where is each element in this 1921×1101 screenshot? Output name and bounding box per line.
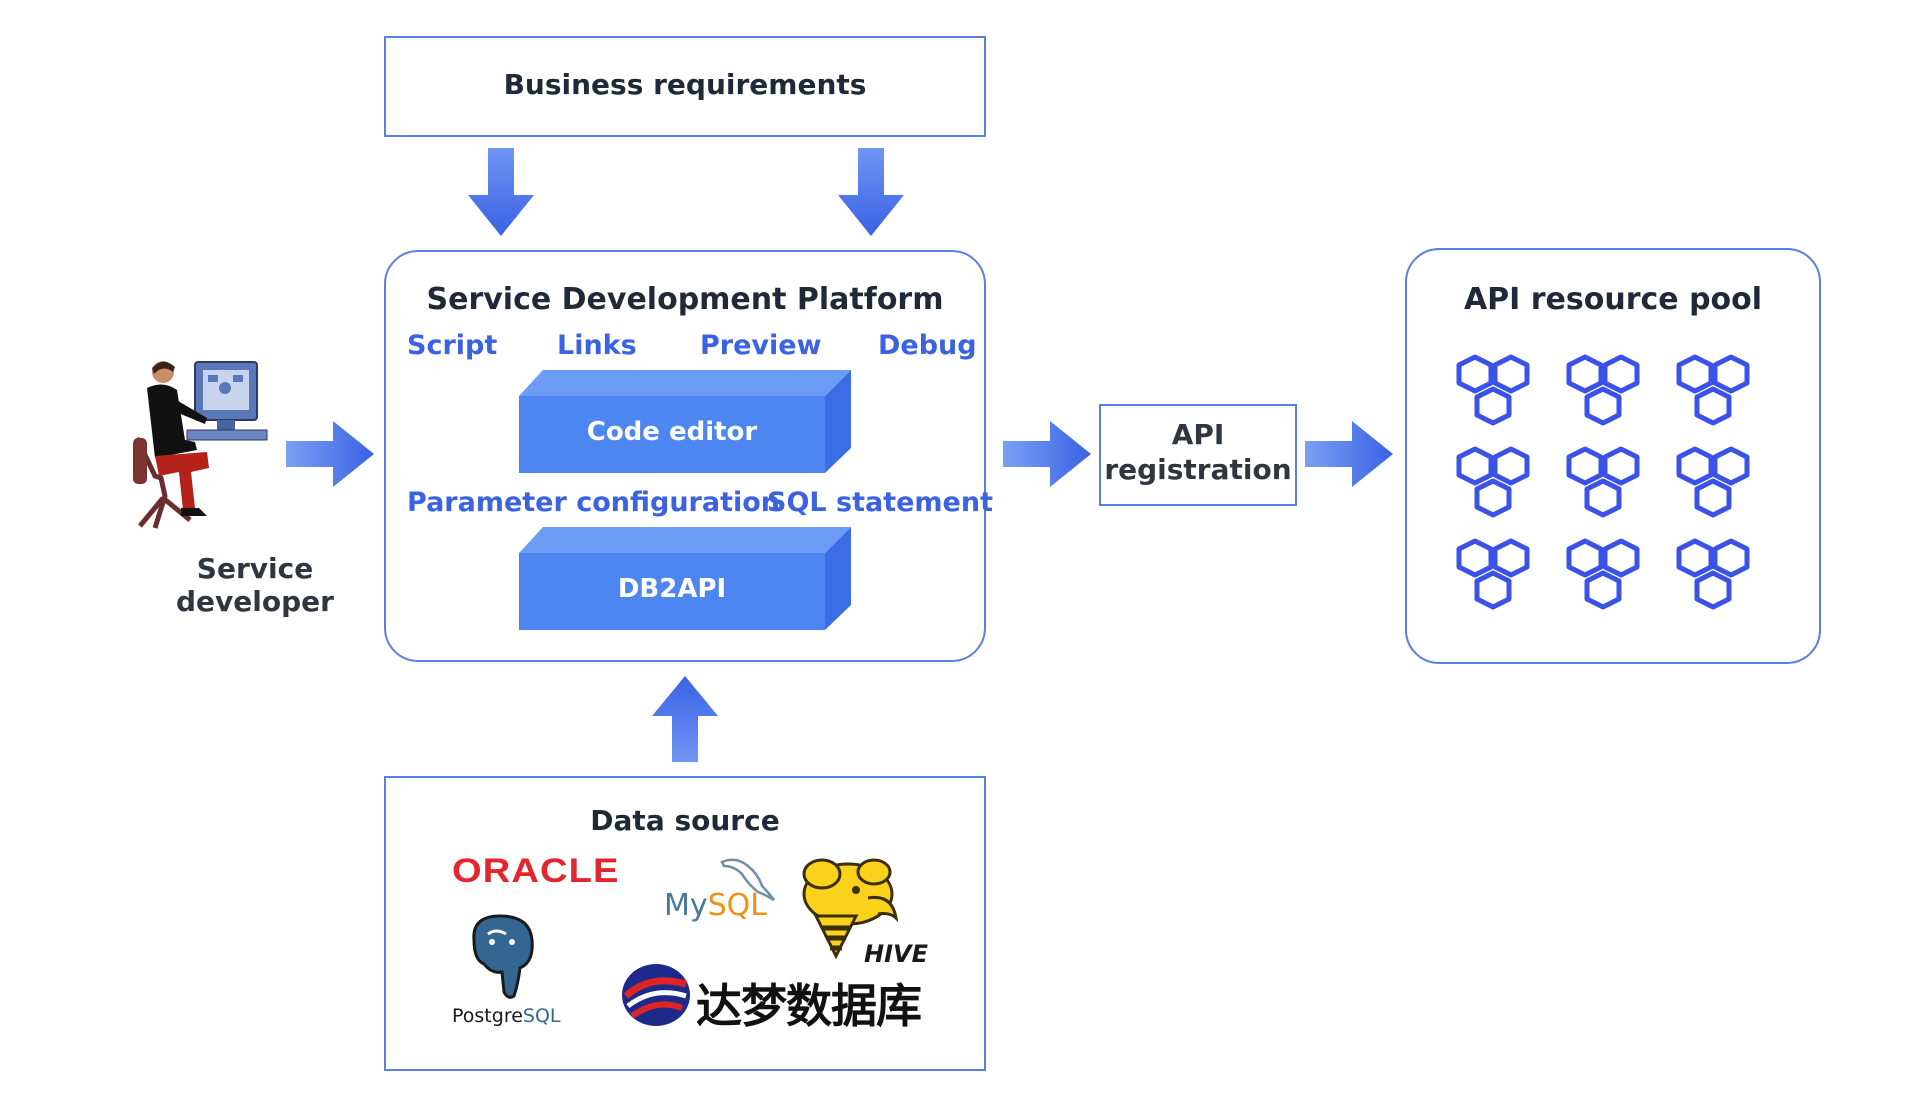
- hexagon-cluster-icon: [1679, 357, 1747, 423]
- hive-bee-icon: [802, 858, 899, 960]
- arrow-right-registration: [1305, 421, 1393, 487]
- arrow-right-developer: [286, 421, 374, 487]
- postgresql-logo-b: SQL: [522, 1005, 561, 1027]
- api-pool-icon-grid: [1455, 355, 1775, 625]
- oracle-logo: ORACLE: [452, 852, 620, 890]
- tag-preview: Preview: [700, 330, 822, 361]
- data-source-title: Data source: [590, 804, 780, 837]
- arrow-down-left: [468, 148, 534, 236]
- api-resource-pool-box: API resource pool: [1405, 248, 1821, 664]
- business-requirements-title: Business requirements: [503, 68, 867, 101]
- tag-parameter-configuration: Parameter configuration: [407, 487, 781, 518]
- postgresql-logo-a: Postgre: [452, 1005, 523, 1027]
- code-editor-label: Code editor: [586, 417, 758, 447]
- postgresql-elephant-icon: [472, 914, 534, 999]
- api-registration-line1: API: [1171, 418, 1225, 451]
- mysql-logo: MySQL: [664, 888, 767, 923]
- hive-logo: HIVE: [864, 940, 928, 968]
- code-editor-cube: [519, 370, 851, 473]
- dameng-logo: 达梦数据库: [696, 979, 922, 1033]
- hexagon-cluster-icon: [1459, 449, 1527, 515]
- tag-debug: Debug: [878, 330, 977, 361]
- arrow-right-platform: [1003, 421, 1091, 487]
- arrow-down-right: [838, 148, 904, 236]
- developer-label-line1: Service: [196, 552, 314, 585]
- business-requirements-box: Business requirements: [384, 36, 986, 137]
- tag-script: Script: [407, 330, 498, 361]
- api-registration-line2: registration: [1104, 453, 1292, 486]
- postgresql-logo: PostgreSQL: [452, 1005, 561, 1027]
- hexagon-cluster-icon: [1459, 357, 1527, 423]
- hexagon-cluster-icon: [1569, 449, 1637, 515]
- hexagon-cluster-icon: [1679, 449, 1747, 515]
- service-platform-title: Service Development Platform: [426, 282, 944, 317]
- developer-figure-icon: [133, 361, 268, 529]
- hexagon-cluster-icon: [1459, 541, 1527, 607]
- developer-label-line2: developer: [176, 585, 334, 618]
- mysql-logo-my: My: [664, 888, 708, 923]
- db2api-cube: [519, 527, 851, 630]
- hexagon-cluster-icon: [1569, 357, 1637, 423]
- mysql-logo-sql: SQL: [707, 888, 768, 923]
- db2api-label: DB2API: [617, 574, 727, 604]
- api-registration-box: [1099, 404, 1297, 506]
- data-source-box: Data source: [384, 776, 986, 1071]
- arrow-up-datasource: [652, 676, 718, 762]
- tag-links: Links: [557, 330, 637, 361]
- hexagon-cluster-icon: [1569, 541, 1637, 607]
- dameng-emblem-icon: [622, 964, 690, 1026]
- hexagon-cluster-icon: [1679, 541, 1747, 607]
- mysql-dolphin-icon: [720, 858, 775, 902]
- api-resource-pool-title: API resource pool: [1463, 282, 1763, 317]
- tag-sql-statement: SQL statement: [767, 487, 993, 518]
